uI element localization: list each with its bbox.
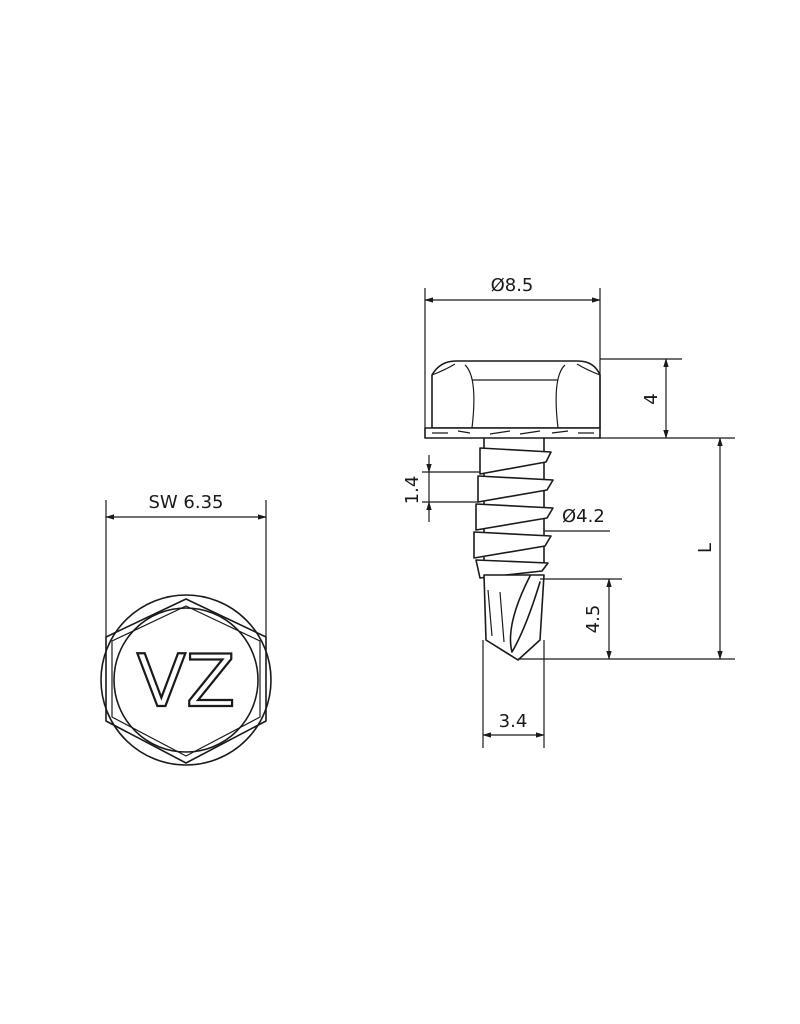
washer-diameter-dimension: Ø8.5 [424, 275, 601, 428]
washer-serration [432, 430, 594, 435]
drill-flute [509, 575, 541, 653]
washer-outline [100, 594, 272, 766]
length-label: L [695, 543, 716, 553]
head-height-dimension: 4 [600, 358, 735, 439]
thread-pitch-dimension: 1.4 [402, 455, 480, 522]
wrench-size-label: SW 6.35 [148, 492, 223, 513]
wrench-size-dimension: SW 6.35 [105, 492, 267, 637]
length-dimension: L [518, 437, 735, 660]
head-height-label: 4 [641, 393, 662, 404]
thread-pitch-label: 1.4 [402, 476, 423, 505]
thread-diameter-label: Ø4.2 [562, 506, 605, 527]
side-view: Ø8.5 4 1.4 Ø4.2 L [402, 275, 735, 748]
thread-crests [473, 447, 554, 579]
hex-head-side [431, 360, 601, 429]
top-view: VZ SW 6.35 [100, 492, 272, 766]
drill-flute-inner [487, 589, 505, 643]
hex-head-facets [464, 364, 566, 429]
hex-head-inner [111, 605, 261, 757]
drill-point-diameter-label: 3.4 [499, 711, 528, 732]
head-face-circle [113, 607, 259, 753]
washer-side [424, 427, 601, 439]
washer-diameter-label: Ø8.5 [491, 275, 534, 296]
head-marking: VZ [137, 639, 236, 723]
thread-diameter-dimension: Ø4.2 [544, 506, 610, 532]
drill-point-diameter-dimension: 3.4 [482, 640, 545, 748]
hex-head-chamfer [431, 363, 601, 376]
drill-point-length-label: 4.5 [583, 605, 604, 634]
drill-point-length-dimension: 4.5 [540, 578, 622, 660]
